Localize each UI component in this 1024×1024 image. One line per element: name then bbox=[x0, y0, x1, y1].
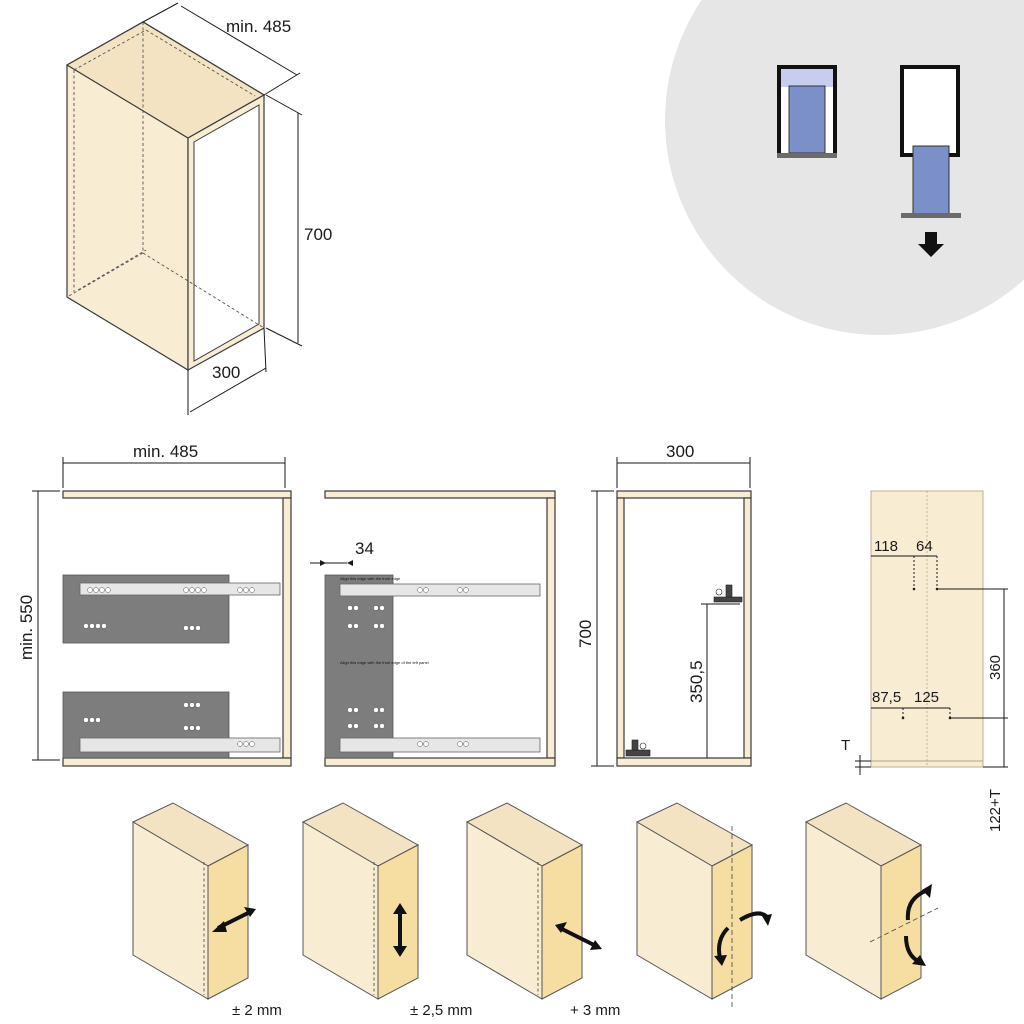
down-arrow-icon bbox=[918, 232, 944, 257]
door-label-118: 118 bbox=[874, 538, 898, 555]
iso-depth-label: 300 bbox=[212, 363, 240, 382]
door-panel: 118 64 87,5 125 360 122+T T bbox=[841, 490, 1008, 832]
adjust-label-3: + 3 mm bbox=[570, 1002, 620, 1019]
inner-offset-label: 34 bbox=[355, 539, 374, 558]
rotate-arrow-icon bbox=[714, 911, 772, 966]
front-width-label: min. 485 bbox=[133, 442, 198, 461]
inner-rail-text: Align this edge with the front edge bbox=[340, 576, 401, 581]
adjust-label-2: ± 2,5 mm bbox=[410, 1002, 472, 1019]
inset-circle bbox=[665, 0, 1024, 335]
door-label-122t: 122+T bbox=[987, 789, 1004, 832]
lower-bracket-icon bbox=[625, 739, 651, 757]
inner-view: 34 Align this edge with the front edge o… bbox=[310, 490, 556, 767]
inner-plate-text: Align this edge with the front edge of t… bbox=[340, 660, 429, 665]
adjust-unit-vertical bbox=[301, 802, 420, 1000]
door-label-125: 125 bbox=[914, 689, 939, 706]
iso-width-label: min. 485 bbox=[226, 17, 291, 36]
vertical-arrow-icon bbox=[393, 903, 407, 957]
adjust-unit-tilt bbox=[804, 802, 939, 1000]
iso-height-label: 700 bbox=[304, 225, 332, 244]
adjust-unit-lateral bbox=[131, 802, 256, 1000]
door-label-87: 87,5 bbox=[872, 689, 901, 706]
pull-out-cabinet-icon bbox=[900, 65, 961, 218]
iso-cabinet: min. 485 700 300 bbox=[65, 2, 332, 415]
door-label-64: 64 bbox=[916, 538, 933, 555]
double-arrow-icon bbox=[212, 907, 256, 932]
door-label-360: 360 bbox=[987, 655, 1004, 680]
front-height-label: min. 550 bbox=[17, 595, 36, 660]
depth-arrow-icon bbox=[555, 922, 602, 950]
side-height-label: 700 bbox=[576, 620, 595, 648]
front-view: min. 485 min. 550 bbox=[17, 442, 292, 767]
side-depth-label: 300 bbox=[666, 442, 694, 461]
side-bracket-label: 350,5 bbox=[687, 660, 706, 703]
adjust-label-1: ± 2 mm bbox=[232, 1002, 282, 1019]
adjust-unit-depth bbox=[465, 802, 602, 1000]
tilt-arrow-icon bbox=[904, 884, 932, 966]
side-view: 300 700 350,5 bbox=[576, 442, 752, 767]
upper-bracket-icon bbox=[713, 584, 743, 603]
adjust-unit-swing bbox=[635, 802, 772, 1010]
door-label-t: T bbox=[841, 737, 850, 754]
closed-cabinet-icon bbox=[777, 65, 837, 158]
